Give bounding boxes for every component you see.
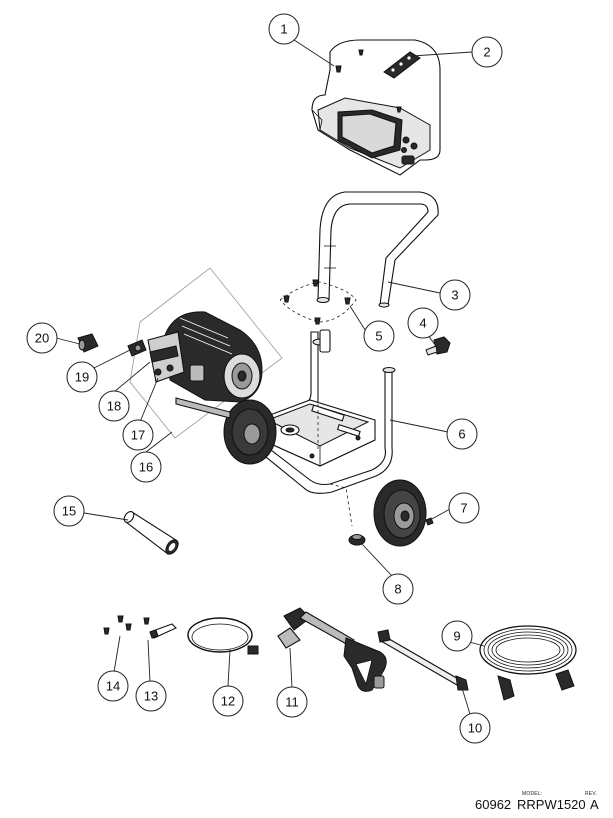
chemical-hose xyxy=(187,617,259,655)
callout-4: 4 xyxy=(407,307,439,339)
callout-7: 7 xyxy=(448,492,480,524)
foot xyxy=(348,534,366,546)
callouts: 1 2 3 4 5 6 7 8 9 10 11 12 13 14 15 16 1… xyxy=(26,13,503,744)
callout-11: 11 xyxy=(276,686,308,718)
callout-16: 16 xyxy=(130,451,162,483)
callout-label-18: 18 xyxy=(107,399,121,414)
callout-2: 2 xyxy=(471,36,503,68)
callout-label-6: 6 xyxy=(458,427,465,442)
callout-label-1: 1 xyxy=(280,22,287,37)
small-hardware xyxy=(103,615,177,639)
callout-13: 13 xyxy=(135,680,167,712)
callout-label-9: 9 xyxy=(453,629,460,644)
control-panel-assembly xyxy=(311,39,441,176)
pressure-hose xyxy=(479,625,577,701)
callout-label-15: 15 xyxy=(62,504,76,519)
leader-lines xyxy=(55,35,485,715)
callout-label-4: 4 xyxy=(419,316,426,331)
callout-label-8: 8 xyxy=(394,582,401,597)
callout-3: 3 xyxy=(439,279,471,311)
callout-1: 1 xyxy=(268,13,300,45)
callout-label-7: 7 xyxy=(460,501,467,516)
knob xyxy=(425,336,451,356)
engine-pump-group xyxy=(77,267,283,439)
callout-17: 17 xyxy=(122,419,154,451)
extension-tube xyxy=(123,511,179,555)
callout-18: 18 xyxy=(98,390,130,422)
callout-label-10: 10 xyxy=(468,721,482,736)
handle-assembly xyxy=(279,191,439,325)
callout-label-3: 3 xyxy=(451,288,458,303)
callout-20: 20 xyxy=(26,322,58,354)
callout-label-19: 19 xyxy=(75,370,89,385)
callout-19: 19 xyxy=(66,361,98,393)
callout-5: 5 xyxy=(363,320,395,352)
callout-label-12: 12 xyxy=(221,694,235,709)
callout-label-14: 14 xyxy=(106,679,120,694)
callout-label-17: 17 xyxy=(131,428,145,443)
left-wheel xyxy=(223,399,277,465)
callout-label-16: 16 xyxy=(139,460,153,475)
callout-label-11: 11 xyxy=(285,695,299,710)
callout-14: 14 xyxy=(97,670,129,702)
callout-15: 15 xyxy=(53,495,85,527)
callout-label-2: 2 xyxy=(483,45,490,60)
callout-label-13: 13 xyxy=(144,689,158,704)
callout-8: 8 xyxy=(382,573,414,605)
right-wheel xyxy=(373,479,434,547)
callout-label-5: 5 xyxy=(375,329,382,344)
callout-label-20: 20 xyxy=(35,331,49,346)
callout-10: 10 xyxy=(459,712,491,744)
spray-wand xyxy=(377,629,469,691)
callout-6: 6 xyxy=(446,418,478,450)
callout-12: 12 xyxy=(212,685,244,717)
spray-gun xyxy=(277,607,387,692)
callout-9: 9 xyxy=(441,620,473,652)
